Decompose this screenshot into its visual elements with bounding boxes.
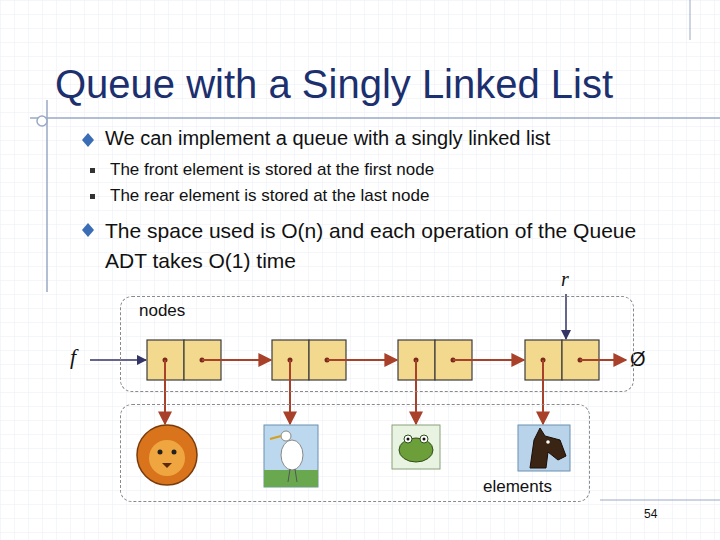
list-nodes [147,340,599,380]
sub-bullet [90,194,95,199]
sub-bullet-text: The rear element is stored at the last n… [110,186,670,206]
slide-title: Queue with a Singly Linked List [55,62,613,107]
rule-knob [37,116,47,126]
corner-rule [690,0,691,40]
null-symbol: Ø [630,348,660,371]
horse-picture [518,425,570,471]
rear-pointer-name: r [561,268,581,291]
group-container: nodes [120,296,634,392]
lion-picture [137,425,197,485]
title-rule [30,117,720,119]
side-rule [46,100,48,292]
next-pointers [165,360,626,424]
heron-picture [264,425,318,487]
bullet-icons [82,133,94,237]
bullet-icon [82,133,94,147]
group-label: nodes [139,301,185,321]
footer-rule [600,500,720,501]
bullet-text: The space used is O(n) and each operatio… [105,216,650,276]
bullet-icon [82,223,94,237]
group-container: elements [120,404,590,502]
frog-picture [392,425,440,469]
bullet-text: We can implement a queue with a singly l… [105,127,705,150]
group-label: elements [483,477,552,497]
queue-pointers [90,294,566,360]
sub-bullet [90,168,95,173]
sub-bullet-text: The front element is stored at the first… [110,160,670,180]
pointer-dots [163,358,583,363]
page-number: 54 [644,507,684,521]
front-pointer-name: f [70,344,90,370]
